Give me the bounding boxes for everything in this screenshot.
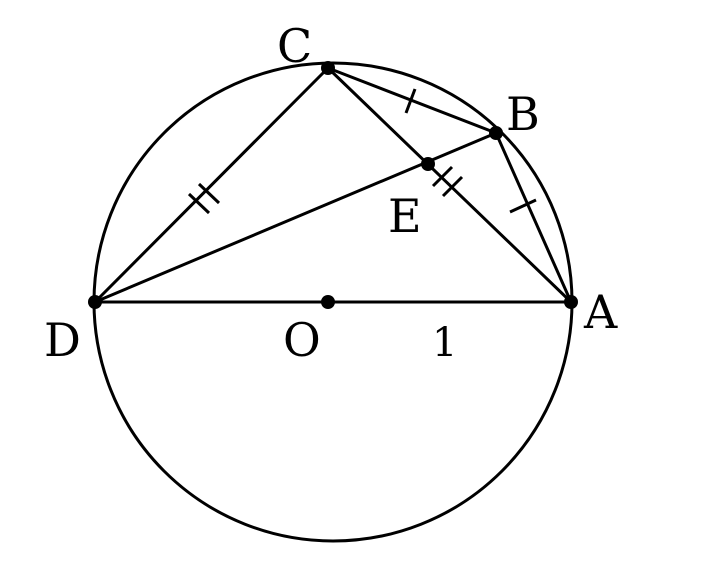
point-a [564, 295, 578, 309]
segment-ba [494, 131, 573, 304]
point-o [321, 295, 335, 309]
label-b: B [506, 87, 540, 141]
label-radius: 1 [432, 320, 457, 366]
tick-single-ba [509, 198, 537, 214]
label-e: E [388, 189, 422, 243]
label-a: A [583, 285, 618, 339]
point-c [321, 61, 335, 75]
segment-dc [93, 66, 330, 304]
label-c: C [277, 19, 312, 73]
point-b [489, 126, 503, 140]
point-e [421, 157, 435, 171]
tick-double-dc [187, 182, 221, 215]
point-d [88, 295, 102, 309]
segment-ca [326, 66, 573, 304]
tick-double-ea [431, 165, 464, 198]
label-d: D [44, 313, 81, 367]
label-o: O [283, 313, 321, 367]
segment-db [93, 131, 498, 304]
tick-single-cb [404, 88, 417, 114]
